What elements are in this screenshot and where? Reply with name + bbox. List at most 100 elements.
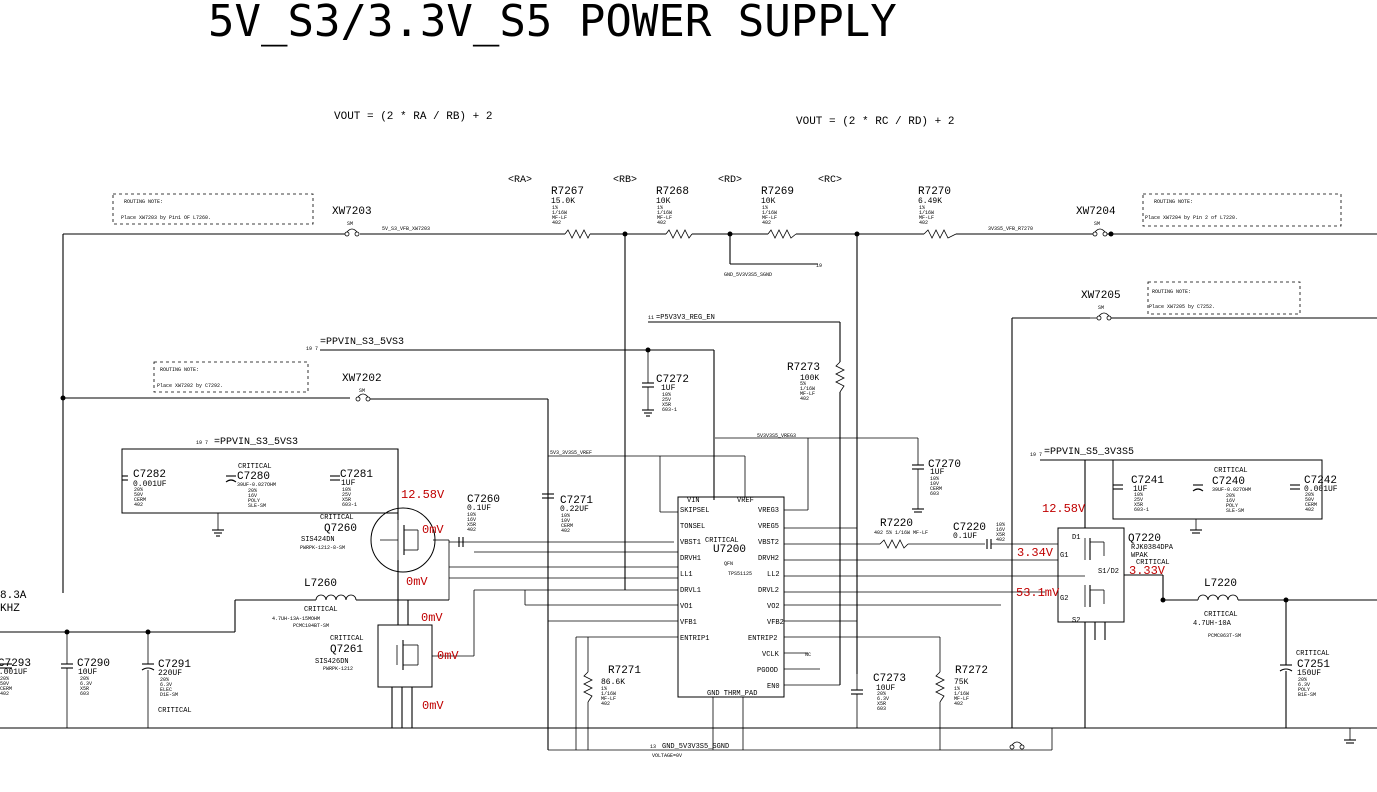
svg-text:CRITICAL: CRITICAL (320, 514, 354, 522)
resistor-r7272: R7272 75K 1% 1/16W MF-LF 402 (935, 637, 988, 750)
svg-text:XW7205: XW7205 (1081, 290, 1121, 302)
jumper-xw7204: XW7204 SM (1076, 206, 1116, 237)
capacitor-c7251: CRITICAL C7251 150UF 20% 6.3V POLY B1E-S… (1279, 650, 1330, 728)
svg-text:20%: 20% (248, 488, 257, 494)
svg-text:25V: 25V (342, 492, 351, 498)
svg-text:X5R: X5R (996, 532, 1005, 538)
capacitor-c7290: C7290 10UF 20% 6.3V X5R 603 (61, 629, 110, 728)
svg-text:=PPVIN_S3_5VS3: =PPVIN_S3_5VS3 (214, 437, 298, 448)
svg-text:C7241: C7241 (1131, 475, 1164, 487)
svg-text:SLE-SM: SLE-SM (1226, 508, 1244, 514)
svg-text:CERM: CERM (134, 497, 146, 503)
svg-text:U7200: U7200 (713, 544, 746, 556)
svg-text:RJK0384DPA: RJK0384DPA (1131, 544, 1174, 552)
svg-text:1UF: 1UF (341, 479, 356, 488)
svg-text:603-1: 603-1 (342, 502, 357, 508)
capacitor-c7281: C7281 1UF 10% 25V X5R 603-1 (340, 469, 373, 508)
svg-text:1/16W: 1/16W (919, 210, 934, 216)
svg-text:0mV: 0mV (406, 575, 428, 589)
svg-text:C7290: C7290 (77, 658, 110, 670)
svg-text:5V3_3V3S5_VREF: 5V3_3V3S5_VREF (550, 450, 592, 456)
capacitor-c7271: 5V3_3V3S5_VREF C7271 0.22UF 10% 10V CERM… (542, 450, 660, 534)
svg-text:50V: 50V (1305, 497, 1314, 503)
svg-text:Q7260: Q7260 (324, 523, 357, 535)
svg-text:402: 402 (601, 701, 610, 707)
svg-text:PWRPK-1212: PWRPK-1212 (323, 666, 353, 672)
svg-text:VREG3: VREG3 (758, 507, 779, 515)
feedback-net-top: 5V_S3_VFB_XW7203 3V3S5_VFB_R7270 GND_5V3… (62, 226, 1377, 674)
svg-text:20%: 20% (160, 677, 169, 683)
svg-text:39UF-0.027OHM: 39UF-0.027OHM (1212, 487, 1251, 493)
svg-text:DRVH1: DRVH1 (680, 555, 701, 563)
svg-text:11: 11 (648, 315, 654, 321)
svg-text:20%: 20% (1298, 677, 1307, 683)
svg-text:603: 603 (877, 706, 886, 712)
svg-text:6.3V: 6.3V (877, 696, 889, 702)
svg-text:PWRPK-1212-8-SM: PWRPK-1212-8-SM (300, 545, 345, 551)
page-title: 5V_S3/3.3V_S5 POWER SUPPLY (208, 0, 897, 47)
svg-text:0.001UF: 0.001UF (1304, 485, 1338, 494)
svg-text:603: 603 (930, 491, 939, 497)
svg-text:CERM: CERM (1305, 502, 1317, 508)
svg-text:PCMC104BT-SM: PCMC104BT-SM (293, 623, 329, 629)
svg-text:G2: G2 (1060, 595, 1068, 603)
svg-text:Place XW7202 by C7292.: Place XW7202 by C7292. (157, 383, 223, 389)
svg-text:4.7UH-10A: 4.7UH-10A (1193, 620, 1232, 628)
svg-text:MF-LF: MF-LF (919, 215, 934, 221)
svg-text:10%: 10% (561, 513, 570, 519)
svg-text:1/16W: 1/16W (552, 210, 567, 216)
resistor-r7267: R7267 15.0K 1% 1/16W MF-LF 402 (551, 186, 591, 239)
resistor-r7273: R7273 100K 5% 1/16W MF-LF 402 (787, 361, 845, 402)
svg-text:Place XW7205 by C7252.: Place XW7205 by C7252. (1149, 304, 1215, 310)
svg-text:ROUTING NOTE:: ROUTING NOTE: (124, 199, 163, 205)
jumper-xw7203: XW7203 SM (332, 206, 372, 237)
gate-drive-left (398, 540, 678, 656)
inductor-l7220: L7220 CRITICAL 4.7UH-10A PCMC063T-SM (1163, 578, 1377, 665)
svg-text:CRITICAL: CRITICAL (1214, 467, 1248, 475)
svg-text:1%: 1% (954, 686, 960, 692)
svg-text:SLE-SM: SLE-SM (248, 503, 266, 509)
svg-text:VBST1: VBST1 (680, 539, 701, 547)
svg-text:402: 402 (134, 502, 143, 508)
svg-text:3.33V: 3.33V (1129, 564, 1166, 578)
svg-text:220UF: 220UF (158, 669, 182, 678)
svg-text:19 7: 19 7 (196, 440, 208, 446)
svg-text:1/16W: 1/16W (800, 386, 815, 392)
svg-text:R7268: R7268 (656, 186, 689, 198)
svg-text:DRVH2: DRVH2 (758, 555, 779, 563)
label-rb: <RB> (613, 175, 637, 186)
resistor-r7271: R7271 86.6K 1% 1/16W MF-LF 402 (548, 620, 678, 750)
svg-text:ROUTING NOTE:: ROUTING NOTE: (160, 367, 199, 373)
output-net-left: 13 GND_5V3V3S5_SGND VOLTAGE=0V (0, 631, 1377, 759)
svg-text:10K: 10K (761, 197, 776, 206)
svg-text:GND_5V3V3S5_SGND: GND_5V3V3S5_SGND (662, 743, 729, 751)
svg-text:SM: SM (1098, 305, 1104, 311)
svg-text:CRITICAL: CRITICAL (1136, 559, 1170, 567)
ic-u7200: VIN VREF SKIPSEL TONSEL VBST1 DRVH1 LL1 … (659, 455, 785, 698)
svg-text:10UF: 10UF (876, 684, 895, 693)
mosfet-q7261: CRITICAL Q7261 SIS426DN PWRPK-1212 0mV 0… (315, 600, 474, 728)
svg-text:R7269: R7269 (761, 186, 794, 198)
svg-text:CRITICAL: CRITICAL (158, 707, 192, 715)
svg-text:50V: 50V (0, 681, 9, 687)
svg-text:25V: 25V (1134, 497, 1143, 503)
svg-text:R7273: R7273 (787, 362, 820, 374)
svg-text:POLY: POLY (1298, 687, 1310, 693)
svg-text:1%: 1% (552, 205, 558, 211)
svg-text:Place XW7203 by Pin1 OF L7260.: Place XW7203 by Pin1 OF L7260. (121, 215, 211, 221)
svg-text:19: 19 (816, 263, 822, 269)
svg-text:402 5% 1/16W MF-LF: 402 5% 1/16W MF-LF (874, 530, 928, 536)
left-edge-labels: 8.3A KHZ (0, 590, 27, 615)
svg-text:B1E-SM: B1E-SM (1298, 692, 1316, 698)
svg-text:POLY: POLY (1226, 503, 1238, 509)
svg-text:603-1: 603-1 (662, 407, 677, 413)
svg-text:402: 402 (552, 220, 561, 226)
svg-text:0mV: 0mV (422, 699, 444, 713)
svg-text:C7280: C7280 (237, 471, 270, 483)
svg-text:R7267: R7267 (551, 186, 584, 198)
svg-text:13: 13 (650, 744, 656, 750)
svg-text:12.58V: 12.58V (401, 488, 445, 502)
svg-text:TONSEL: TONSEL (680, 523, 705, 531)
resistor-r7268: R7268 10K 1% 1/16W MF-LF 402 (656, 186, 693, 239)
